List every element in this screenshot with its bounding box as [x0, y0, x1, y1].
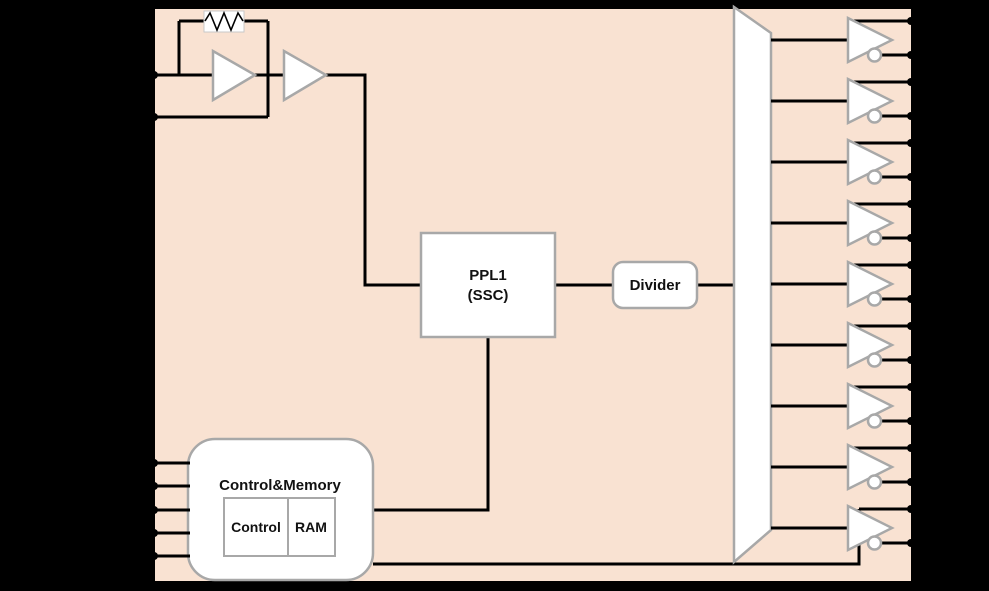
output-buffer — [771, 137, 916, 187]
output-pin-stub — [907, 112, 924, 120]
output-pin-stub — [907, 505, 924, 513]
output-pin-stub — [907, 444, 924, 452]
output-buffer — [771, 76, 916, 126]
output-pin-stub — [907, 383, 924, 391]
output-pin-stub — [907, 295, 924, 303]
osc-buffer-icon — [282, 48, 329, 103]
inversion-bubble-icon — [866, 535, 883, 551]
output-buffer — [771, 503, 916, 553]
input-pin-stub — [141, 529, 158, 537]
pll-label-line2: (SSC) — [468, 287, 509, 304]
output-buffer — [771, 15, 916, 65]
output-pin-stub — [907, 51, 924, 59]
pll-to-control-wire — [373, 337, 490, 512]
pll-label-line1: PPL1 — [469, 267, 507, 284]
control-memory-title: Control&Memory — [219, 477, 341, 494]
inversion-bubble-icon — [866, 352, 883, 368]
input-pin-stub — [141, 482, 158, 490]
pll-box — [419, 231, 557, 339]
output-pin-stub — [907, 478, 924, 486]
ram-box — [287, 497, 336, 557]
oscillator-section — [203, 10, 329, 103]
output-buffers — [771, 15, 916, 553]
inversion-bubble-icon — [866, 169, 883, 185]
inversion-bubble-icon — [866, 108, 883, 124]
osc-to-pll-wire — [325, 73, 421, 287]
control-label: Control — [231, 519, 281, 535]
inversion-bubble-icon — [866, 230, 883, 246]
input-pin-stub — [141, 552, 158, 560]
output-pin-stub — [907, 261, 924, 269]
output-pin-stub — [907, 17, 924, 25]
output-pin-stub — [907, 78, 924, 86]
output-pin-stub — [907, 234, 924, 242]
output-pin-stub — [907, 322, 924, 330]
input-pin-stub — [141, 506, 158, 514]
output-buffer — [771, 198, 916, 248]
inversion-bubble-icon — [866, 47, 883, 63]
input-pin-stub — [141, 113, 158, 121]
divider-label: Divider — [630, 277, 681, 294]
output-pin-stub — [907, 173, 924, 181]
input-pin-stub — [141, 459, 158, 467]
control-memory-block: Control&Memory Control RAM — [186, 437, 375, 582]
resistor-zigzag-icon — [204, 10, 244, 33]
input-pin-stub — [141, 71, 158, 79]
control-box — [223, 497, 289, 557]
divider-box — [611, 260, 699, 310]
ram-label: RAM — [295, 519, 327, 535]
output-buffer — [771, 320, 916, 370]
osc-amplifier-icon — [211, 48, 258, 103]
inversion-bubble-icon — [866, 474, 883, 490]
inversion-bubble-icon — [866, 291, 883, 307]
output-pin-stub — [907, 356, 924, 364]
output-pin-stub — [907, 200, 924, 208]
output-buffer — [771, 381, 916, 431]
output-pin-stub — [907, 417, 924, 425]
edge-pins — [141, 17, 924, 560]
divider-block: Divider — [611, 260, 699, 310]
output-pin-stub — [907, 539, 924, 547]
output-pin-stub — [907, 139, 924, 147]
output-buffer — [771, 259, 916, 309]
inversion-bubble-icon — [866, 413, 883, 429]
fanout-mux-icon — [732, 4, 773, 565]
pll-block: PPL1 (SSC) — [419, 231, 557, 339]
